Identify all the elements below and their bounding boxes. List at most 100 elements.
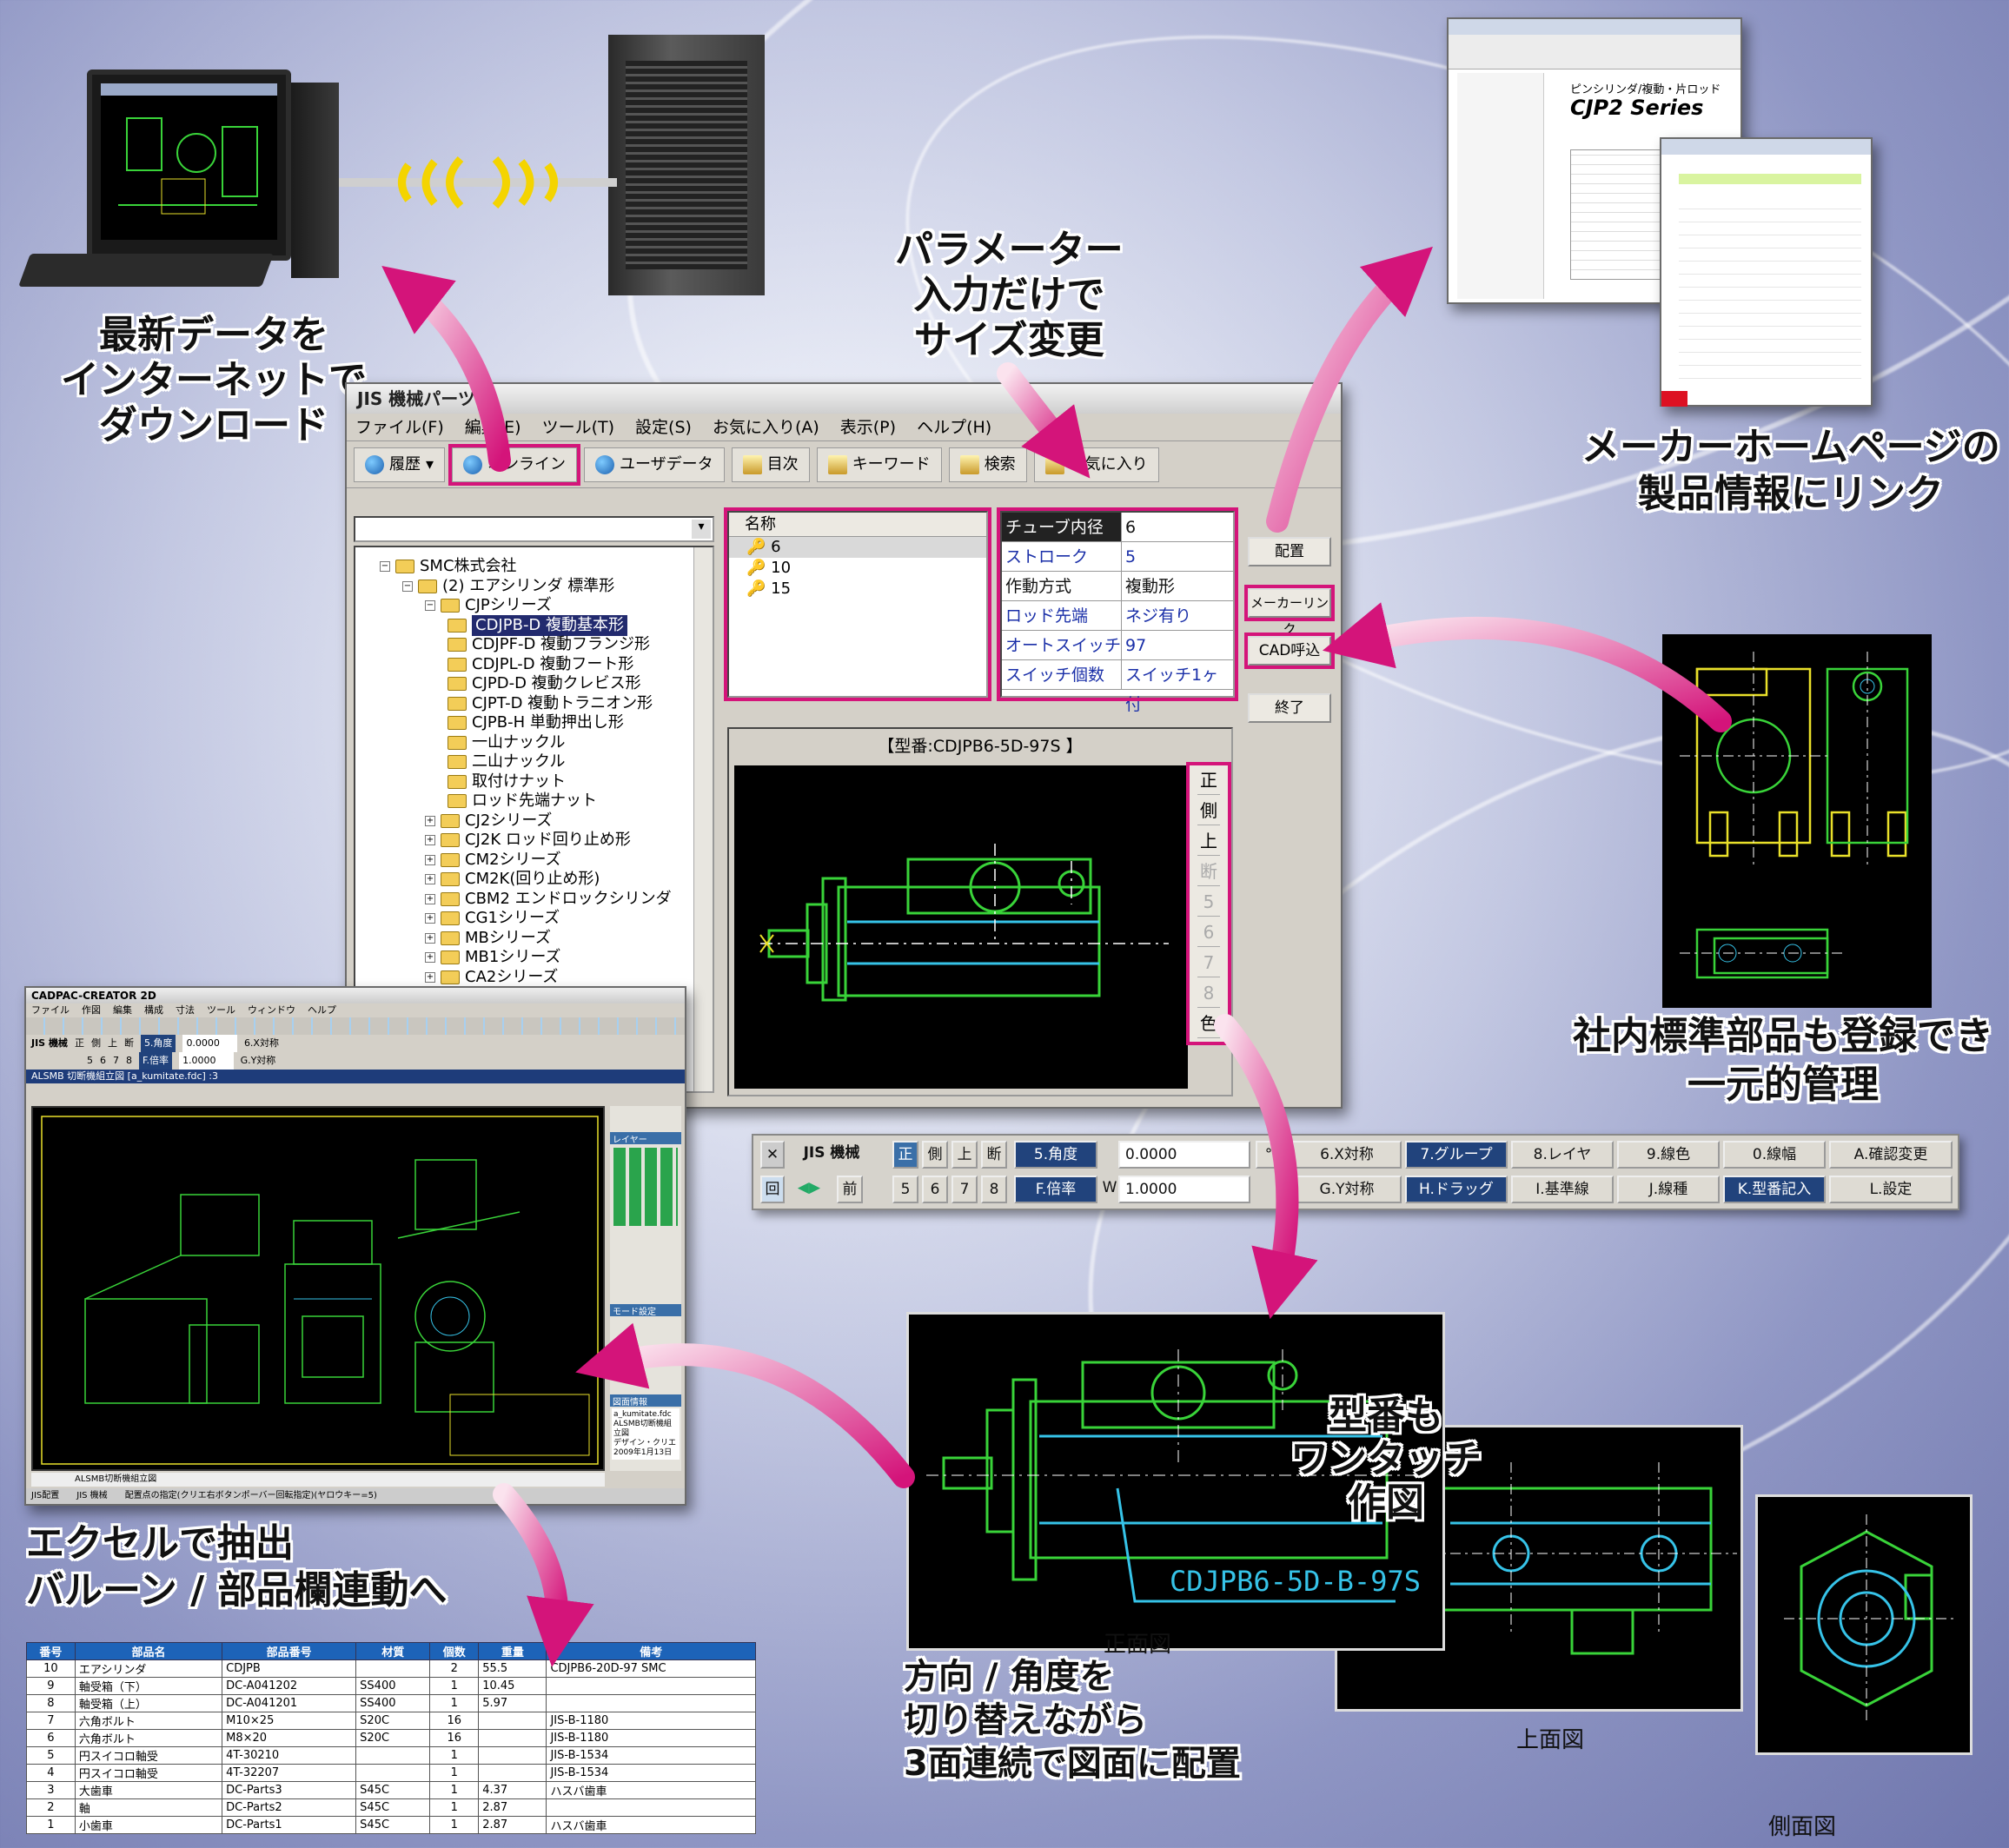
tree-node[interactable]: CJPD-D 複動クレビス形 xyxy=(448,673,641,694)
cad-view-8[interactable]: 8 xyxy=(126,1055,132,1066)
expand-icon[interactable]: + xyxy=(425,952,435,963)
expand-icon[interactable]: + xyxy=(425,913,435,924)
cad-menu-draw[interactable]: 作図 xyxy=(82,1004,101,1016)
tree-node[interactable]: −SMC株式会社 xyxy=(380,556,517,577)
expand-icon[interactable]: − xyxy=(425,600,435,611)
group-button[interactable]: 7.グループ xyxy=(1405,1141,1508,1169)
scale-button[interactable]: F.倍率 xyxy=(1014,1176,1097,1203)
parameter-value[interactable]: 97 xyxy=(1125,636,1147,655)
cad-view-6[interactable]: 6 xyxy=(100,1055,106,1066)
tree-node[interactable]: −CJPシリーズ xyxy=(425,595,552,616)
refresh-icon[interactable]: 回 xyxy=(760,1176,785,1203)
maker-link-button[interactable]: メーカーリンク xyxy=(1244,585,1335,637)
userdata-button[interactable]: ユーザデータ xyxy=(584,447,725,482)
parameter-value[interactable]: 5 xyxy=(1125,547,1137,566)
degree-button[interactable]: ° xyxy=(1256,1141,1282,1169)
baseline-button[interactable]: I.基準線 xyxy=(1511,1176,1614,1203)
layer-grid[interactable] xyxy=(613,1148,678,1226)
view-7-button[interactable]: 7 xyxy=(951,1176,978,1203)
tree-node[interactable]: +CA2シリーズ xyxy=(425,967,558,988)
line-type-button[interactable]: J.線種 xyxy=(1617,1176,1720,1203)
menu-settings[interactable]: 設定(S) xyxy=(635,418,692,437)
drag-button[interactable]: H.ドラッグ xyxy=(1405,1176,1508,1203)
cad-view-7[interactable]: 7 xyxy=(113,1055,119,1066)
cad-front[interactable]: 正 xyxy=(74,1037,84,1049)
cad-menu-file[interactable]: ファイル xyxy=(31,1004,70,1016)
search-button[interactable]: 検索 xyxy=(948,447,1027,482)
cad-menu-help[interactable]: ヘルプ xyxy=(308,1004,336,1016)
view-8-button[interactable]: 8 xyxy=(981,1176,1007,1203)
view-button[interactable]: 側 xyxy=(1197,796,1220,825)
expand-icon[interactable]: + xyxy=(425,971,435,983)
parameter-value[interactable]: ネジ有り xyxy=(1125,606,1192,626)
cad-side[interactable]: 側 xyxy=(90,1037,101,1049)
view-button[interactable]: 上 xyxy=(1197,826,1220,856)
menu-favorites[interactable]: お気に入り(A) xyxy=(712,418,819,437)
view-front-button[interactable]: 正 xyxy=(892,1141,918,1169)
view-section-button[interactable]: 断 xyxy=(981,1141,1007,1169)
close-icon[interactable]: ✕ xyxy=(760,1141,785,1169)
settings-button[interactable]: L.設定 xyxy=(1829,1176,1953,1203)
front-button[interactable]: 前 xyxy=(837,1176,863,1203)
tree-node[interactable]: +CM2シリーズ xyxy=(425,850,561,871)
parameter-value[interactable]: スイッチ1ヶ付 xyxy=(1125,666,1219,714)
tree-node[interactable]: 取付けナット xyxy=(448,772,566,792)
tree-node[interactable]: CJPT-D 複動トラニオン形 xyxy=(448,693,653,714)
keyword-button[interactable]: キーワード xyxy=(816,447,942,482)
category-combo[interactable]: ▾ xyxy=(354,516,714,542)
line-color-button[interactable]: 9.線色 xyxy=(1617,1141,1720,1169)
place-button[interactable]: 配置 xyxy=(1248,537,1331,566)
view-side-button[interactable]: 側 xyxy=(922,1141,948,1169)
line-width-button[interactable]: 0.線幅 xyxy=(1723,1141,1826,1169)
tree-scrollbar[interactable] xyxy=(693,547,713,1091)
expand-icon[interactable]: + xyxy=(425,932,435,944)
expand-icon[interactable]: + xyxy=(425,835,435,845)
confirm-change-button[interactable]: A.確認変更 xyxy=(1829,1141,1953,1169)
list-item[interactable]: 🔑 10 xyxy=(746,559,792,577)
angle-input[interactable]: 0.0000 xyxy=(1118,1141,1250,1169)
cad-menu-dim[interactable]: 寸法 xyxy=(176,1004,195,1016)
tree-node[interactable]: CDJPL-D 複動フート形 xyxy=(448,654,633,675)
view-button[interactable]: 6 xyxy=(1197,917,1220,947)
menu-help[interactable]: ヘルプ(H) xyxy=(917,418,992,437)
parameter-value[interactable]: 6 xyxy=(1125,518,1137,537)
contents-button[interactable]: 目次 xyxy=(731,447,810,482)
view-6-button[interactable]: 6 xyxy=(922,1176,948,1203)
tree-node[interactable]: +CG1シリーズ xyxy=(425,908,560,929)
expand-icon[interactable]: − xyxy=(402,580,413,592)
cad-menu-structure[interactable]: 構成 xyxy=(144,1004,163,1016)
menu-tools[interactable]: ツール(T) xyxy=(541,418,615,437)
menu-file[interactable]: ファイル(F) xyxy=(355,418,444,437)
menu-edit[interactable]: 編集(E) xyxy=(464,418,521,437)
cad-view-5[interactable]: 5 xyxy=(87,1055,93,1066)
tree-node[interactable]: +MB1シリーズ xyxy=(425,947,560,968)
cad-menu-edit[interactable]: 編集 xyxy=(113,1004,132,1016)
view-button[interactable]: 正 xyxy=(1197,765,1220,795)
cad-angle-input[interactable]: 0.0000 xyxy=(182,1035,237,1052)
tree-node[interactable]: CDJPB-D 複動基本形 xyxy=(448,614,628,636)
expand-icon[interactable]: + xyxy=(425,815,435,826)
cad-scale-input[interactable]: 1.0000 xyxy=(179,1052,234,1070)
cad-scale[interactable]: F.倍率 xyxy=(139,1052,173,1070)
cad-section[interactable]: 断 xyxy=(123,1037,134,1049)
cad-menu-tools[interactable]: ツール xyxy=(207,1004,235,1016)
layer-button[interactable]: 8.レイヤ xyxy=(1511,1141,1614,1169)
x-mirror-button[interactable]: 6.X対称 xyxy=(1292,1141,1402,1169)
list-item[interactable]: 🔑 15 xyxy=(746,580,792,598)
exit-button[interactable]: 終了 xyxy=(1248,693,1331,723)
y-mirror-button[interactable]: G.Y対称 xyxy=(1292,1176,1402,1203)
tree-node[interactable]: CJPB-H 単動押出し形 xyxy=(448,712,624,733)
tree-node[interactable]: +MBシリーズ xyxy=(425,928,551,949)
view-button[interactable]: 5 xyxy=(1197,887,1220,917)
view-button[interactable]: 7 xyxy=(1197,948,1220,977)
expand-icon[interactable]: + xyxy=(425,874,435,884)
arrows-icon[interactable]: ◀▶ xyxy=(797,1179,821,1196)
cad-menu-window[interactable]: ウィンドウ xyxy=(248,1004,295,1016)
tree-node[interactable]: +CBM2 エンドロックシリンダ xyxy=(425,889,672,910)
list-item[interactable]: 🔑 6 xyxy=(729,537,986,558)
tree-node[interactable]: +CJ2K ロッド回り止め形 xyxy=(425,830,631,851)
online-button[interactable]: オンライン xyxy=(448,443,581,486)
model-note-button[interactable]: K.型番記入 xyxy=(1723,1176,1826,1203)
view-5-button[interactable]: 5 xyxy=(892,1176,918,1203)
view-top-button[interactable]: 上 xyxy=(951,1141,978,1169)
